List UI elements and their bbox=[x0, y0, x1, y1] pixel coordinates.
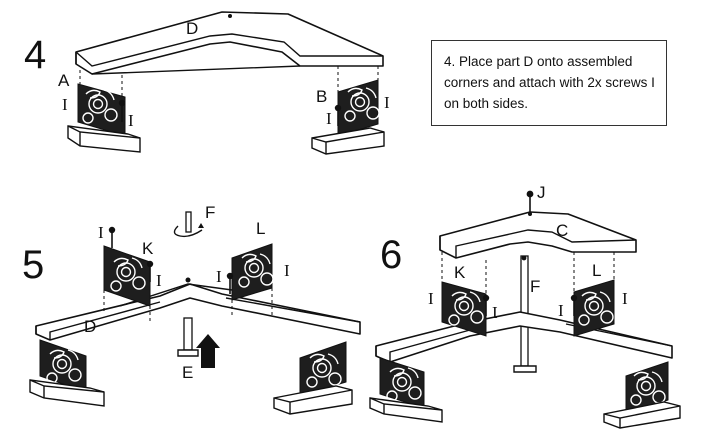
step-6-corner-k bbox=[441, 252, 490, 337]
step-6-screw-label-4: I bbox=[622, 289, 628, 308]
step-6-corner-l bbox=[570, 252, 615, 337]
step-5-screw-label-1: I bbox=[98, 223, 104, 242]
step-4-label-d: D bbox=[186, 19, 198, 38]
step-5-number: 5 bbox=[22, 243, 44, 287]
step-5-label-f: F bbox=[205, 203, 215, 222]
step-6-pole bbox=[513, 255, 537, 373]
step-4-screw-label-4: I bbox=[384, 93, 390, 112]
step-5-lower-corner-right bbox=[273, 341, 353, 415]
step-5-lower-corner-left bbox=[29, 339, 105, 407]
step-4-shelf-d bbox=[75, 11, 384, 75]
step-5: 5 bbox=[22, 203, 361, 415]
step-4-label-a: A bbox=[58, 71, 70, 90]
step-6-lower-corner-right bbox=[603, 361, 681, 429]
instruction-text: 4. Place part D onto assembled corners a… bbox=[444, 54, 655, 111]
step-6-screw-label-1: I bbox=[428, 289, 434, 308]
step-4: 4 D bbox=[24, 11, 390, 155]
step-6-lower-corner-left bbox=[369, 357, 443, 423]
step-5-screw-label-2: I bbox=[156, 271, 162, 290]
up-arrow-icon bbox=[196, 334, 220, 368]
step-5-label-l: L bbox=[256, 219, 265, 238]
step-4-label-b: B bbox=[316, 87, 327, 106]
step-5-label-d: D bbox=[84, 317, 96, 336]
step-5-label-k: K bbox=[142, 239, 154, 258]
screw-hole bbox=[228, 14, 232, 18]
step-5-screw-label-3: I bbox=[216, 267, 222, 286]
step-5-corner-k bbox=[103, 226, 154, 322]
step-4-corner-a bbox=[67, 70, 141, 153]
step-6-shelf-c bbox=[439, 190, 637, 259]
step-6: 6 bbox=[369, 183, 681, 429]
step-6-screw-label-3: I bbox=[558, 301, 564, 320]
step-5-screw-label-4: I bbox=[284, 261, 290, 280]
step-4-number: 4 bbox=[24, 33, 46, 77]
step-6-label-c: C bbox=[556, 221, 568, 240]
step-4-screw-label-3: I bbox=[326, 109, 332, 128]
step-4-corner-b bbox=[311, 66, 385, 155]
step-6-label-j: J bbox=[537, 183, 546, 202]
instruction-box: 4. Place part D onto assembled corners a… bbox=[431, 40, 667, 126]
step-4-screw-label-2: I bbox=[128, 111, 134, 130]
step-6-label-l: L bbox=[592, 261, 601, 280]
step-6-label-f: F bbox=[530, 277, 540, 296]
step-6-screw-label-2: I bbox=[492, 303, 498, 322]
step-6-number: 6 bbox=[380, 233, 402, 277]
step-5-pole-assembly bbox=[173, 211, 220, 368]
step-4-screw-label-1: I bbox=[62, 95, 68, 114]
step-5-label-e: E bbox=[182, 363, 193, 382]
step-6-label-k: K bbox=[454, 263, 466, 282]
step-5-corner-l bbox=[226, 243, 274, 318]
